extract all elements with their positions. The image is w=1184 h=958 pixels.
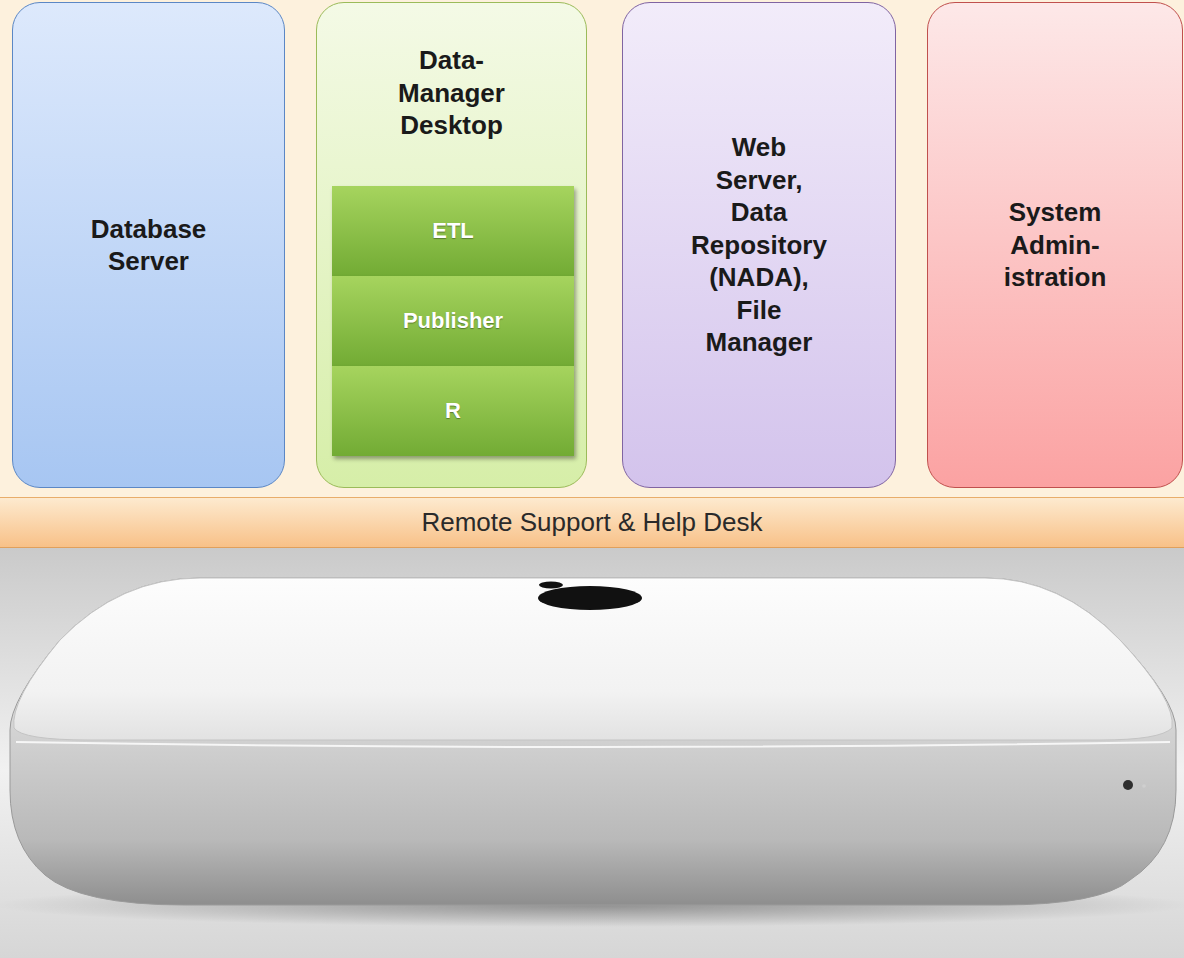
server-box: Database Server <box>12 2 285 488</box>
text-area: ETL <box>332 186 574 276</box>
band-label: Remote Support & Help Desk <box>421 506 762 539</box>
photo-ground <box>0 541 1184 958</box>
support-band: Remote Support & Help Desk <box>0 497 1184 548</box>
text-area: Web Server, Data Repository (NADA), File… <box>623 3 895 487</box>
software-layer: R <box>332 366 574 456</box>
edge-highlight <box>16 742 1170 747</box>
box-title: Data- Manager Desktop <box>381 44 523 142</box>
text-area: Publisher <box>332 276 574 366</box>
case-top <box>14 578 1173 740</box>
text-area: R <box>332 366 574 456</box>
text-area: System Admin- istration <box>928 3 1182 487</box>
software-layer: ETL <box>332 186 574 276</box>
layer-label: ETL <box>432 217 474 245</box>
layer-label: Publisher <box>403 307 503 335</box>
text-area: Database Server <box>13 3 284 487</box>
apple-logo <box>538 586 642 610</box>
software-layer: Publisher <box>332 276 574 366</box>
text-area: Data- Manager Desktop <box>317 3 586 183</box>
status-led <box>1142 784 1146 788</box>
box-title: Web Server, Data Repository (NADA), File… <box>688 131 830 359</box>
apple-leaf <box>539 582 563 589</box>
layer-label: R <box>445 397 461 425</box>
box-title: System Admin- istration <box>984 196 1126 294</box>
server-box: Web Server, Data Repository (NADA), File… <box>622 2 896 488</box>
admin-box: System Admin- istration <box>927 2 1183 488</box>
text-area: Remote Support & Help Desk <box>0 498 1184 547</box>
box-title: Database Server <box>78 213 220 278</box>
case-side <box>10 578 1176 905</box>
desktop-box: ETL PublisherR Data- Manager Desktop <box>316 2 587 488</box>
power-button <box>1123 780 1133 790</box>
